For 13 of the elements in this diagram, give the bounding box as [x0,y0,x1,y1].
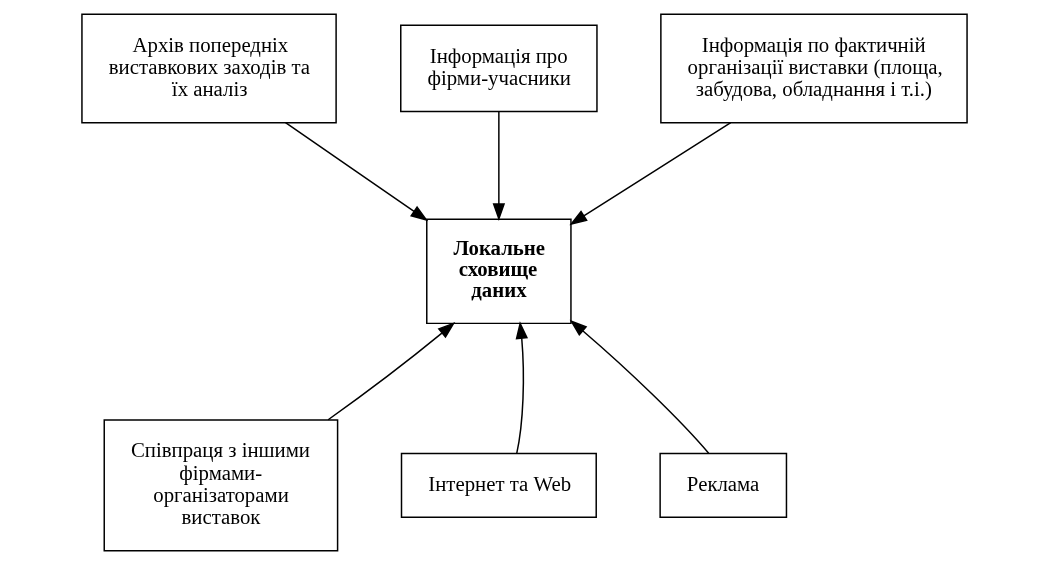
node-box: Інформація про фірми-учасники [399,24,598,113]
node-box: Архів попередніх виставкових заходів та їх аналіз [80,13,337,124]
node-box: Локальне сховище даних [425,218,572,325]
arrow [492,111,505,222]
node-box: Реклама [658,452,787,519]
node-box: Інтернет та Web [400,452,597,519]
arrow [326,321,455,421]
arrow [515,321,528,455]
arrow [569,319,709,455]
node-box: Співпраця з іншими фірмами-організаторами виставок [103,419,338,552]
node-box: Інформація по фактичній організації виставки (площа, забудова, обладнання і т.і.) [659,13,968,124]
arrow [568,122,731,226]
arrow [284,122,428,222]
